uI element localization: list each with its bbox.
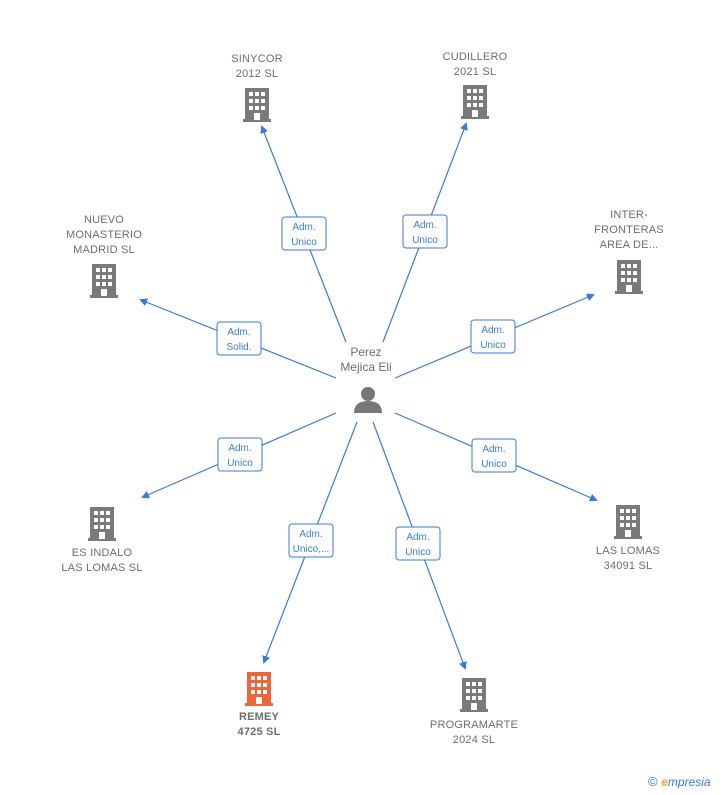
company-name-line: PROGRAMARTE [430,719,518,731]
role-badge-inter-fronteras[interactable]: Adm. Unico [470,319,516,354]
company-name-line: MONASTERIO [66,229,142,241]
company-node-es-indalo[interactable]: ES INDALO LAS LOMAS SL [61,507,142,574]
role-badge-text: Adm. [406,532,429,543]
role-badge-text: Solid. [226,342,251,353]
role-badge-text: Adm. [413,220,436,231]
edges-layer: Adm.UnicoAdm.UnicoAdm.Solid.Adm.UnicoAdm… [139,122,598,670]
role-badge-text: Adm. [299,529,322,540]
copyright-symbol: © [648,774,658,789]
company-node-remey[interactable]: REMEY 4725 SL [238,672,281,738]
role-badge-text: Unico,... [293,544,330,555]
role-badge-text: Unico [480,340,506,351]
company-name-line: SINYCOR [231,53,283,65]
building-icon [88,507,116,541]
company-node-las-lomas[interactable]: LAS LOMAS 34091 SL [596,505,660,572]
role-badge-text: Unico [227,458,253,469]
company-node-cudillero[interactable]: CUDILLERO 2021 SL [443,51,508,119]
company-name-line: 34091 SL [604,560,653,572]
role-badge-text: Unico [412,235,438,246]
role-badge-remey[interactable]: Adm. Unico,... [288,523,334,558]
role-badge-text: Adm. [227,327,250,338]
role-badge-nuevo-monasterio[interactable]: Adm. Solid. [216,321,262,356]
company-node-programarte[interactable]: PROGRAMARTE 2024 SL [430,678,518,746]
company-node-sinycor[interactable]: SINYCOR 2012 SL [231,53,283,122]
role-badge-las-lomas[interactable]: Adm. Unico [471,438,517,473]
role-badge-box [470,319,516,354]
company-name-line: 4725 SL [238,726,281,738]
building-icon [243,88,271,122]
company-name-line: CUDILLERO [443,51,508,63]
role-badge-text: Adm. [292,222,315,233]
person-name-line-2: Mejica Eli [340,360,391,374]
person-icon [354,387,382,413]
company-name-line: INTER- [610,209,648,221]
company-node-inter-fronteras[interactable]: INTER- FRONTERAS AREA DE... [594,209,664,294]
company-name-line: 2021 SL [454,66,496,78]
role-badge-box [395,526,441,561]
role-badge-box [402,214,448,249]
nodes-layer: SINYCOR 2012 SL CUDILLERO 2021 SL NUEVO MONAS… [61,51,663,746]
role-badge-text: Adm. [482,444,505,455]
company-name-line: ES INDALO [72,547,133,559]
role-badge-programarte[interactable]: Adm. Unico [395,526,441,561]
company-name-line: 2012 SL [236,68,278,80]
company-name-line: MADRID SL [73,244,135,256]
company-name-line: REMEY [239,711,280,723]
company-name-line: LAS LOMAS SL [61,562,142,574]
person-node[interactable]: Perez Mejica Eli [340,345,392,413]
building-icon [460,678,488,712]
role-badge-box [281,216,327,251]
role-badge-box [471,438,517,473]
building-icon [90,264,118,298]
role-badge-box [217,437,263,472]
company-node-nuevo-monasterio[interactable]: NUEVO MONASTERIO MADRID SL [66,214,142,298]
building-icon [245,672,273,706]
role-badge-es-indalo[interactable]: Adm. Unico [217,437,263,472]
building-icon [461,85,489,119]
role-badge-text: Unico [481,459,507,470]
building-icon [614,505,642,539]
role-badge-text: Unico [405,547,431,558]
company-name-line: NUEVO [84,214,124,226]
role-badge-box [288,523,334,558]
role-badge-text: Adm. [228,443,251,454]
footer-brand: © empresia [648,774,711,789]
role-badge-text: Adm. [481,325,504,336]
company-name-line: AREA DE... [600,239,659,251]
brand-logo[interactable]: empresia [661,775,711,789]
role-badge-text: Unico [291,237,317,248]
building-icon [615,260,643,294]
company-name-line: LAS LOMAS [596,545,660,557]
role-badge-sinycor[interactable]: Adm. Unico [281,216,327,251]
company-name-line: 2024 SL [453,734,495,746]
role-badge-box [216,321,262,356]
company-name-line: FRONTERAS [594,224,664,236]
person-name-line-1: Perez [350,345,381,359]
role-badge-cudillero[interactable]: Adm. Unico [402,214,448,249]
